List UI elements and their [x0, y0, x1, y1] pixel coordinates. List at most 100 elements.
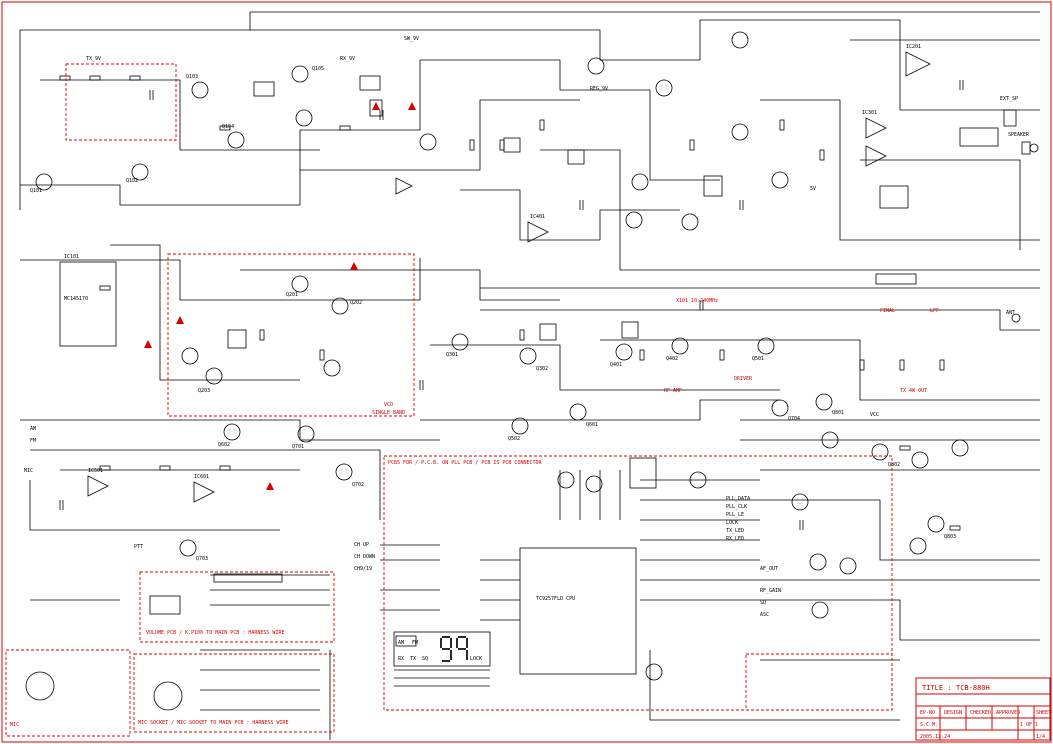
- title-rev: 1/4: [1036, 734, 1045, 740]
- net-label: REG_9V: [590, 86, 608, 92]
- indicator-label: AM: [398, 640, 404, 646]
- coil-symbols: [227, 75, 1017, 349]
- component-label: Q201: [286, 292, 298, 298]
- antenna-label: ANT: [1006, 310, 1015, 316]
- net-label: PLL_DATA: [726, 496, 750, 502]
- connector-header-icon: [213, 573, 283, 583]
- component-label: Q801: [832, 410, 844, 416]
- ic-label: IC501: [88, 468, 103, 474]
- net-label: VCC: [870, 412, 879, 418]
- net-label: RX_LED: [726, 536, 744, 542]
- net-label: 5V: [810, 186, 816, 192]
- title-block: TITLE : TCB-880H EP-NO DESIGN CHECKED AP…: [915, 677, 1051, 741]
- net-label: ASC: [760, 612, 769, 618]
- title-row-label: SHEET: [1036, 710, 1051, 716]
- net-label: TX_9V: [86, 56, 101, 62]
- component-label: Q104: [222, 124, 234, 130]
- component-label: Q803: [944, 534, 956, 540]
- wire-network: [19, 11, 1040, 740]
- net-label: SQ: [760, 600, 766, 606]
- net-label: SW_9V: [404, 36, 419, 42]
- ic-label: IC401: [530, 214, 545, 220]
- channel-display: [393, 631, 491, 687]
- ic-label: IC201: [906, 44, 921, 50]
- ic-pll: [59, 261, 117, 347]
- component-label: Q203: [198, 388, 210, 394]
- red-annotation: RF AMP: [664, 388, 682, 394]
- component-label: Q703: [196, 556, 208, 562]
- red-annotation: TX 4W OUT: [900, 388, 927, 394]
- component-label: Q103: [186, 74, 198, 80]
- ic-blocks: [59, 127, 999, 675]
- module-volume: [139, 571, 335, 643]
- component-label: Q302: [536, 366, 548, 372]
- net-label: LOCK: [726, 520, 738, 526]
- indicator-label: RX: [398, 656, 404, 662]
- net-label: RX_9V: [340, 56, 355, 62]
- warning-icon: [408, 102, 416, 110]
- module-title-mic-socket: MIC SOCKET / MIC SOCKET TO MAIN PCB : HA…: [138, 720, 289, 726]
- title-row-label: EP-NO: [920, 710, 935, 716]
- indicator-label: LOCK: [470, 656, 482, 662]
- module-mic: [5, 649, 131, 737]
- component-label: Q704: [788, 416, 800, 422]
- component-label: Q105: [312, 66, 324, 72]
- ic-label: IC601: [194, 474, 209, 480]
- component-label: Q102: [126, 178, 138, 184]
- ic-label: IC301: [862, 110, 877, 116]
- ic-af-amp: [959, 127, 999, 147]
- title-label: TITLE :: [922, 684, 952, 692]
- component-label: Q502: [508, 436, 520, 442]
- warning-icons: [144, 102, 416, 490]
- module-single-band: [167, 253, 415, 417]
- antenna-terminal-icon: [1011, 313, 1021, 323]
- module-mic-socket: [133, 653, 335, 733]
- transistor-symbols: [35, 31, 969, 681]
- warning-icon: [144, 340, 152, 348]
- net-label: CH DOWN: [354, 554, 375, 560]
- red-annotation: X101 10.240MHz: [676, 298, 718, 304]
- ic-cpu: [519, 547, 637, 675]
- mic-socket-icon: [153, 681, 183, 711]
- component-label: Q301: [446, 352, 458, 358]
- net-label: AM: [30, 426, 36, 432]
- net-label: PLL_LE: [726, 512, 744, 518]
- warning-icon: [266, 482, 274, 490]
- title-value: TCB-880H: [956, 684, 990, 692]
- title-row-label: CHECKED: [970, 710, 991, 716]
- warning-icon: [372, 102, 380, 110]
- module-title-cpu: PCBS FOR / P.C.B. ON PLL PCB / PCB IS PC…: [388, 460, 543, 466]
- net-label: AF_OUT: [760, 566, 778, 572]
- red-annotation: VCO: [384, 402, 393, 408]
- net-label: PLL_CLK: [726, 504, 747, 510]
- module-title-volume: VOLUME PCB / K.P100 TO MAIN PCB : HARNES…: [146, 630, 284, 636]
- title-row-label: APPROVED: [996, 710, 1020, 716]
- title-row-value: 1 OF 1: [1020, 722, 1038, 728]
- component-label: Q402: [666, 356, 678, 362]
- component-label: Q401: [610, 362, 622, 368]
- display-digit-2: [456, 636, 468, 660]
- module-filter: [65, 63, 177, 141]
- component-label: Q101: [30, 188, 42, 194]
- indicator-label: TX: [410, 656, 416, 662]
- display-digit-1: [440, 636, 452, 662]
- red-annotation: DRIVER: [734, 376, 753, 382]
- title-row-value: S.C.M.: [920, 722, 938, 728]
- speaker-label: SPEAKER: [1008, 132, 1030, 138]
- speaker-terminal-icon: [1029, 143, 1039, 153]
- component-label: Q602: [218, 442, 230, 448]
- component-label: Q501: [752, 356, 764, 362]
- ic-label: IC101: [64, 254, 79, 260]
- net-label: EXT_SP: [1000, 96, 1018, 102]
- pll-label: MC145170: [64, 296, 88, 302]
- net-label: CH UP: [354, 542, 369, 548]
- net-label: CH9/19: [354, 566, 372, 572]
- mic-connector-icon: [25, 671, 55, 701]
- indicator-label: SQ: [422, 656, 428, 662]
- connectors: [25, 141, 1039, 711]
- text-layer: TX_9V RX_9V SW_9V REG_9V 5V AM FM MIC PT…: [10, 36, 1030, 728]
- opamp-symbols: [87, 51, 931, 503]
- red-annotation: LPF: [930, 308, 939, 314]
